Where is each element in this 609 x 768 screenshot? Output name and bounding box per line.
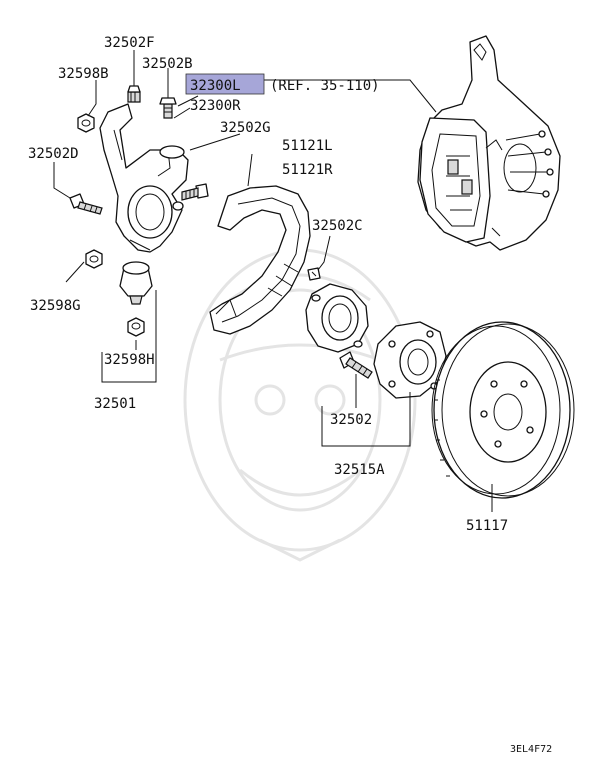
bolt-32502b[interactable] xyxy=(159,97,177,119)
bolt-32502f[interactable] xyxy=(127,85,141,103)
dust-shield-51121[interactable] xyxy=(209,185,311,335)
brake-caliper-reference-assembly xyxy=(417,35,561,251)
label-51121l[interactable]: 51121L xyxy=(282,138,333,154)
label-32501[interactable]: 32501 xyxy=(94,396,136,412)
label-51121r[interactable]: 51121R xyxy=(282,162,333,178)
nut-32598h[interactable] xyxy=(127,317,145,337)
label-32502d[interactable]: 32502D xyxy=(28,146,79,162)
label-32502g[interactable]: 32502G xyxy=(220,120,271,136)
label-32598h[interactable]: 32598H xyxy=(104,352,155,368)
label-32598g[interactable]: 32598G xyxy=(30,298,81,314)
label-51117[interactable]: 51117 xyxy=(466,518,508,534)
nut-32598b[interactable] xyxy=(77,113,95,133)
ball-joint-32501[interactable] xyxy=(119,261,153,305)
label-32502b[interactable]: 32502B xyxy=(142,56,193,72)
label-ref-35-110[interactable]: (REF. 35-110) xyxy=(270,78,380,94)
wheel-hub[interactable] xyxy=(373,321,447,399)
label-32502f[interactable]: 32502F xyxy=(104,35,155,51)
part-labels: 32502F 32502B 32598B 32300L (REF. 35-110… xyxy=(28,35,508,534)
hub-bearing-32515a[interactable] xyxy=(305,283,369,353)
brake-disc-51117[interactable] xyxy=(431,321,575,499)
steering-knuckle[interactable] xyxy=(99,103,189,253)
label-32502c[interactable]: 32502C xyxy=(312,218,363,234)
label-32300l-highlight xyxy=(185,73,265,95)
bolt-32502g[interactable] xyxy=(181,183,209,201)
watermark-emblem xyxy=(183,248,417,562)
label-32300r[interactable]: 32300R xyxy=(190,98,241,114)
label-32300l[interactable]: 32300L xyxy=(190,78,241,94)
wheel-stud-32502[interactable] xyxy=(339,351,373,379)
label-32515a[interactable]: 32515A xyxy=(334,462,385,478)
diagram-code: 3EL4F72 xyxy=(510,744,552,755)
nut-32598g[interactable] xyxy=(85,249,103,269)
bolt-32502d[interactable] xyxy=(69,193,103,215)
leader-lines xyxy=(53,50,493,512)
label-32502[interactable]: 32502 xyxy=(330,412,372,428)
label-32598b[interactable]: 32598B xyxy=(58,66,109,82)
bolt-32502c[interactable] xyxy=(307,267,321,281)
